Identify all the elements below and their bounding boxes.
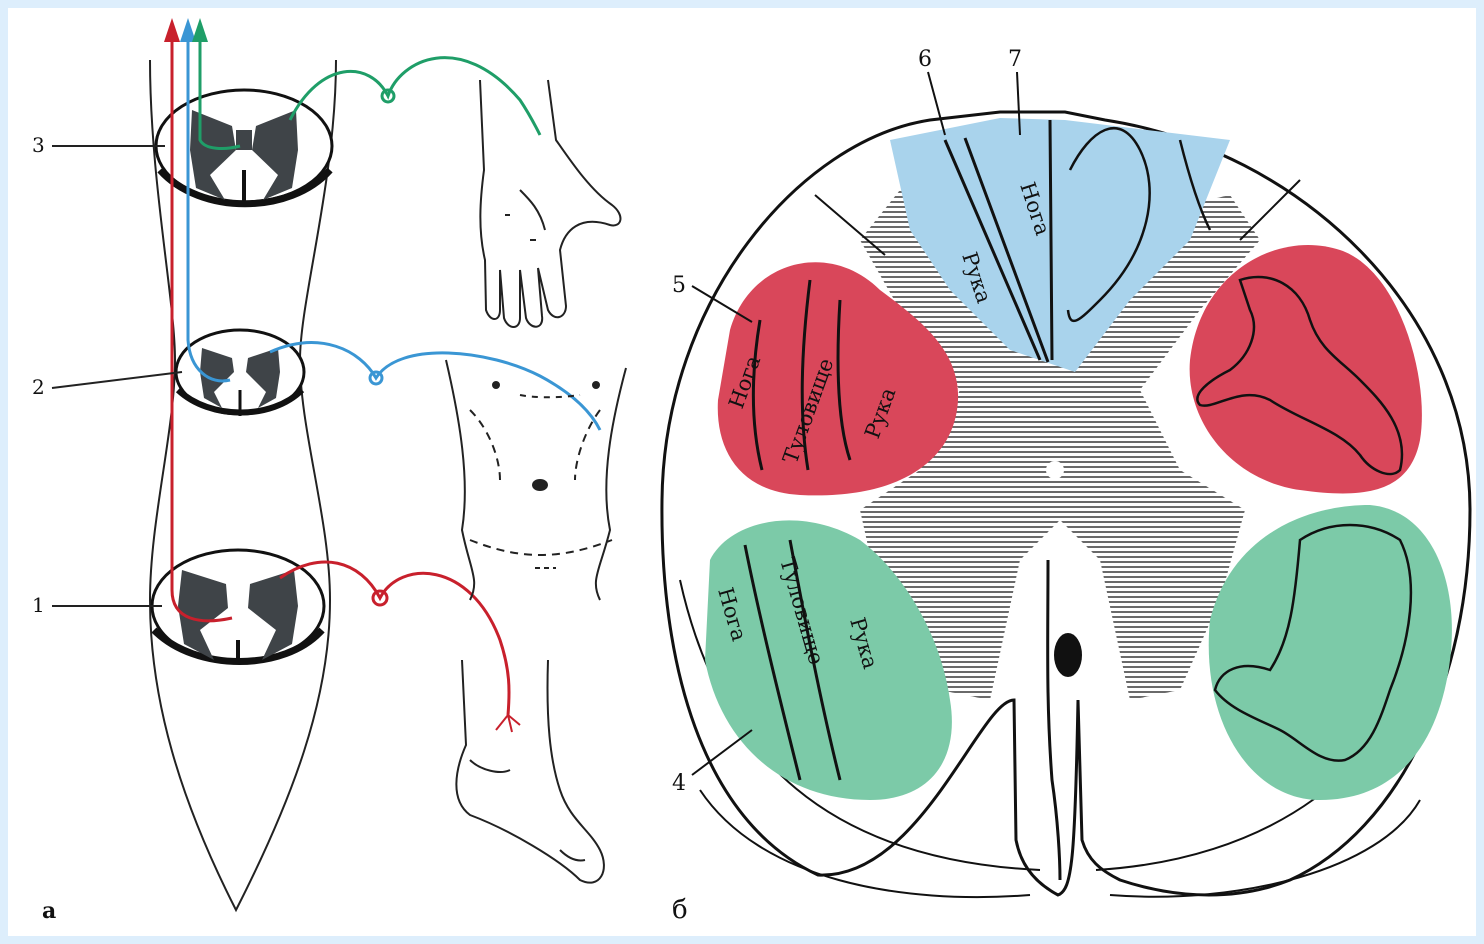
svg-text:7: 7 <box>1008 47 1022 72</box>
torso-illustration <box>446 360 626 600</box>
segment-3 <box>156 90 332 204</box>
green-arrowhead <box>192 18 208 42</box>
svg-text:5: 5 <box>672 273 686 298</box>
svg-text:4: 4 <box>672 771 686 796</box>
level-label-1: 1 <box>32 593 162 617</box>
level-label-3: 3 <box>32 133 165 157</box>
panel-a-letter: а <box>42 898 56 924</box>
panel-b: Рука Нога Нога Туловище Рука Нога Тулови… <box>662 47 1470 925</box>
svg-text:2: 2 <box>32 375 45 399</box>
svg-text:3: 3 <box>32 133 45 157</box>
blue-nerve <box>270 343 600 430</box>
foot-illustration <box>456 660 604 883</box>
segment-2 <box>176 330 304 416</box>
red-arrowhead <box>164 18 180 42</box>
level-label-2: 2 <box>32 372 182 399</box>
svg-text:1: 1 <box>32 593 45 617</box>
panel-b-letter: б <box>672 895 688 925</box>
panel-a: 3 2 1 а <box>32 18 626 924</box>
svg-text:6: 6 <box>918 47 932 72</box>
green-nerve <box>290 58 540 135</box>
hand-illustration <box>480 80 620 327</box>
